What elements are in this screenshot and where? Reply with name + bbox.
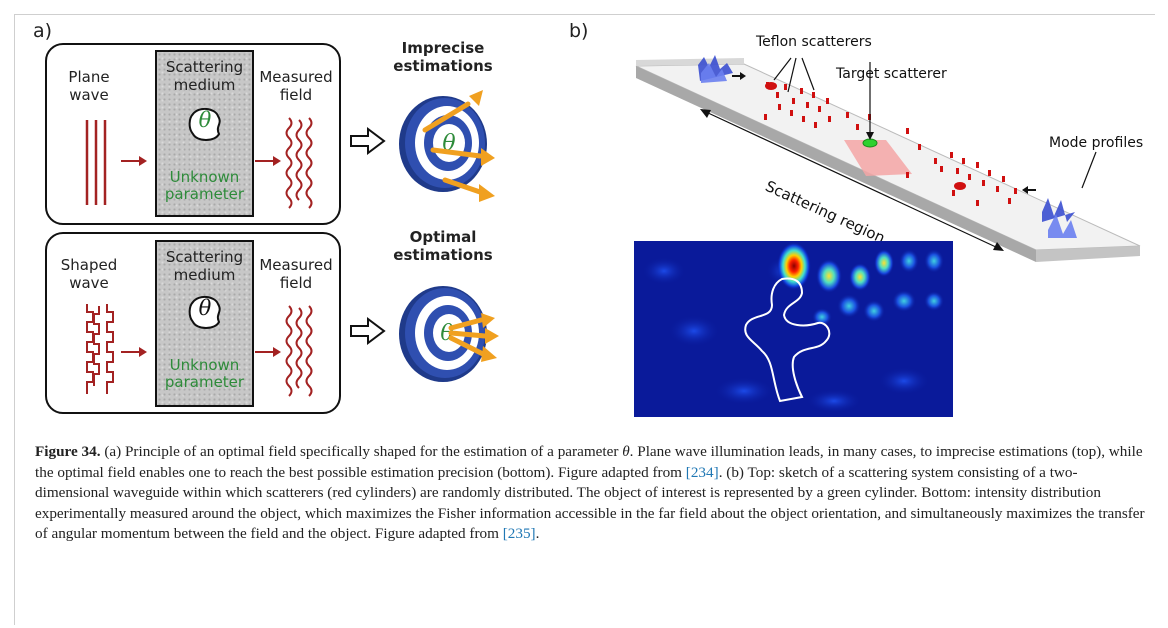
dart-icon <box>448 335 497 362</box>
shaped-wave-icon <box>86 304 114 394</box>
caption-text-4: . <box>535 525 540 542</box>
arrow-icon <box>121 347 147 357</box>
unknown-parameter-label: Unknown parameter <box>164 356 245 391</box>
unknown-object-icon <box>188 108 221 141</box>
figure-frame <box>14 14 1155 625</box>
scattering-medium-icon: Scattering medium θ Unknown parameter <box>155 50 254 217</box>
waveguide-icon <box>635 55 1141 262</box>
theta-symbol: θ <box>198 108 212 132</box>
panel-b-label: b) <box>569 20 589 42</box>
teflon-label: Teflon scatterers <box>756 34 872 50</box>
unknown-parameter-label: Unknown parameter <box>164 168 245 203</box>
measured-field-label: Measured field <box>259 68 333 104</box>
unknown-object-icon <box>188 296 221 329</box>
optimal-title: Optimal estimations <box>393 228 493 264</box>
dart-icon <box>422 90 483 133</box>
plane-wave-icon <box>85 120 107 205</box>
hollow-arrow-icon <box>350 127 386 155</box>
medium-label: Scattering medium <box>165 248 244 284</box>
figure-caption: Figure 34. (a) Principle of an optimal f… <box>35 442 1145 545</box>
dart-icon <box>448 328 499 344</box>
dartboard-icon: θ <box>399 90 495 202</box>
measured-field-icon <box>285 117 313 209</box>
medium-label: Scattering medium <box>165 58 244 94</box>
dart-icon <box>430 147 495 166</box>
heatmap-image <box>634 241 953 417</box>
caption-theta: θ <box>622 443 630 460</box>
arrow-icon <box>255 347 281 357</box>
figure-label: Figure 34. <box>35 443 101 460</box>
panel-a-label: a) <box>33 20 53 42</box>
dart-icon <box>448 313 495 331</box>
caption-text-1: (a) Principle of an optimal field specif… <box>100 443 623 460</box>
reference-link[interactable]: [235] <box>502 525 536 542</box>
dart-icon <box>442 177 495 202</box>
hollow-arrow-icon <box>350 317 386 345</box>
caption-text-3: . (b) Top: sketch of a scattering system… <box>35 463 1145 543</box>
scattering-medium-icon: Scattering medium θ Unknown parameter <box>155 240 254 407</box>
arrow-icon <box>255 156 281 166</box>
dartboard-icon: θ <box>399 286 499 382</box>
theta-symbol: θ <box>198 296 212 320</box>
mode-profiles-label: Mode profiles <box>1049 135 1144 151</box>
measured-field-icon <box>285 305 313 397</box>
reference-link[interactable]: [234] <box>685 463 719 481</box>
plane-wave-label: Plane wave <box>68 68 110 104</box>
measured-field-label: Measured field <box>259 256 333 292</box>
arrow-icon <box>121 156 147 166</box>
imprecise-title: Imprecise estimations <box>393 39 493 75</box>
target-label: Target scatterer <box>836 66 947 82</box>
shaped-wave-label: Shaped wave <box>60 256 118 292</box>
caption-text-2: . Plane wave illumination leads, in many… <box>35 443 1143 481</box>
